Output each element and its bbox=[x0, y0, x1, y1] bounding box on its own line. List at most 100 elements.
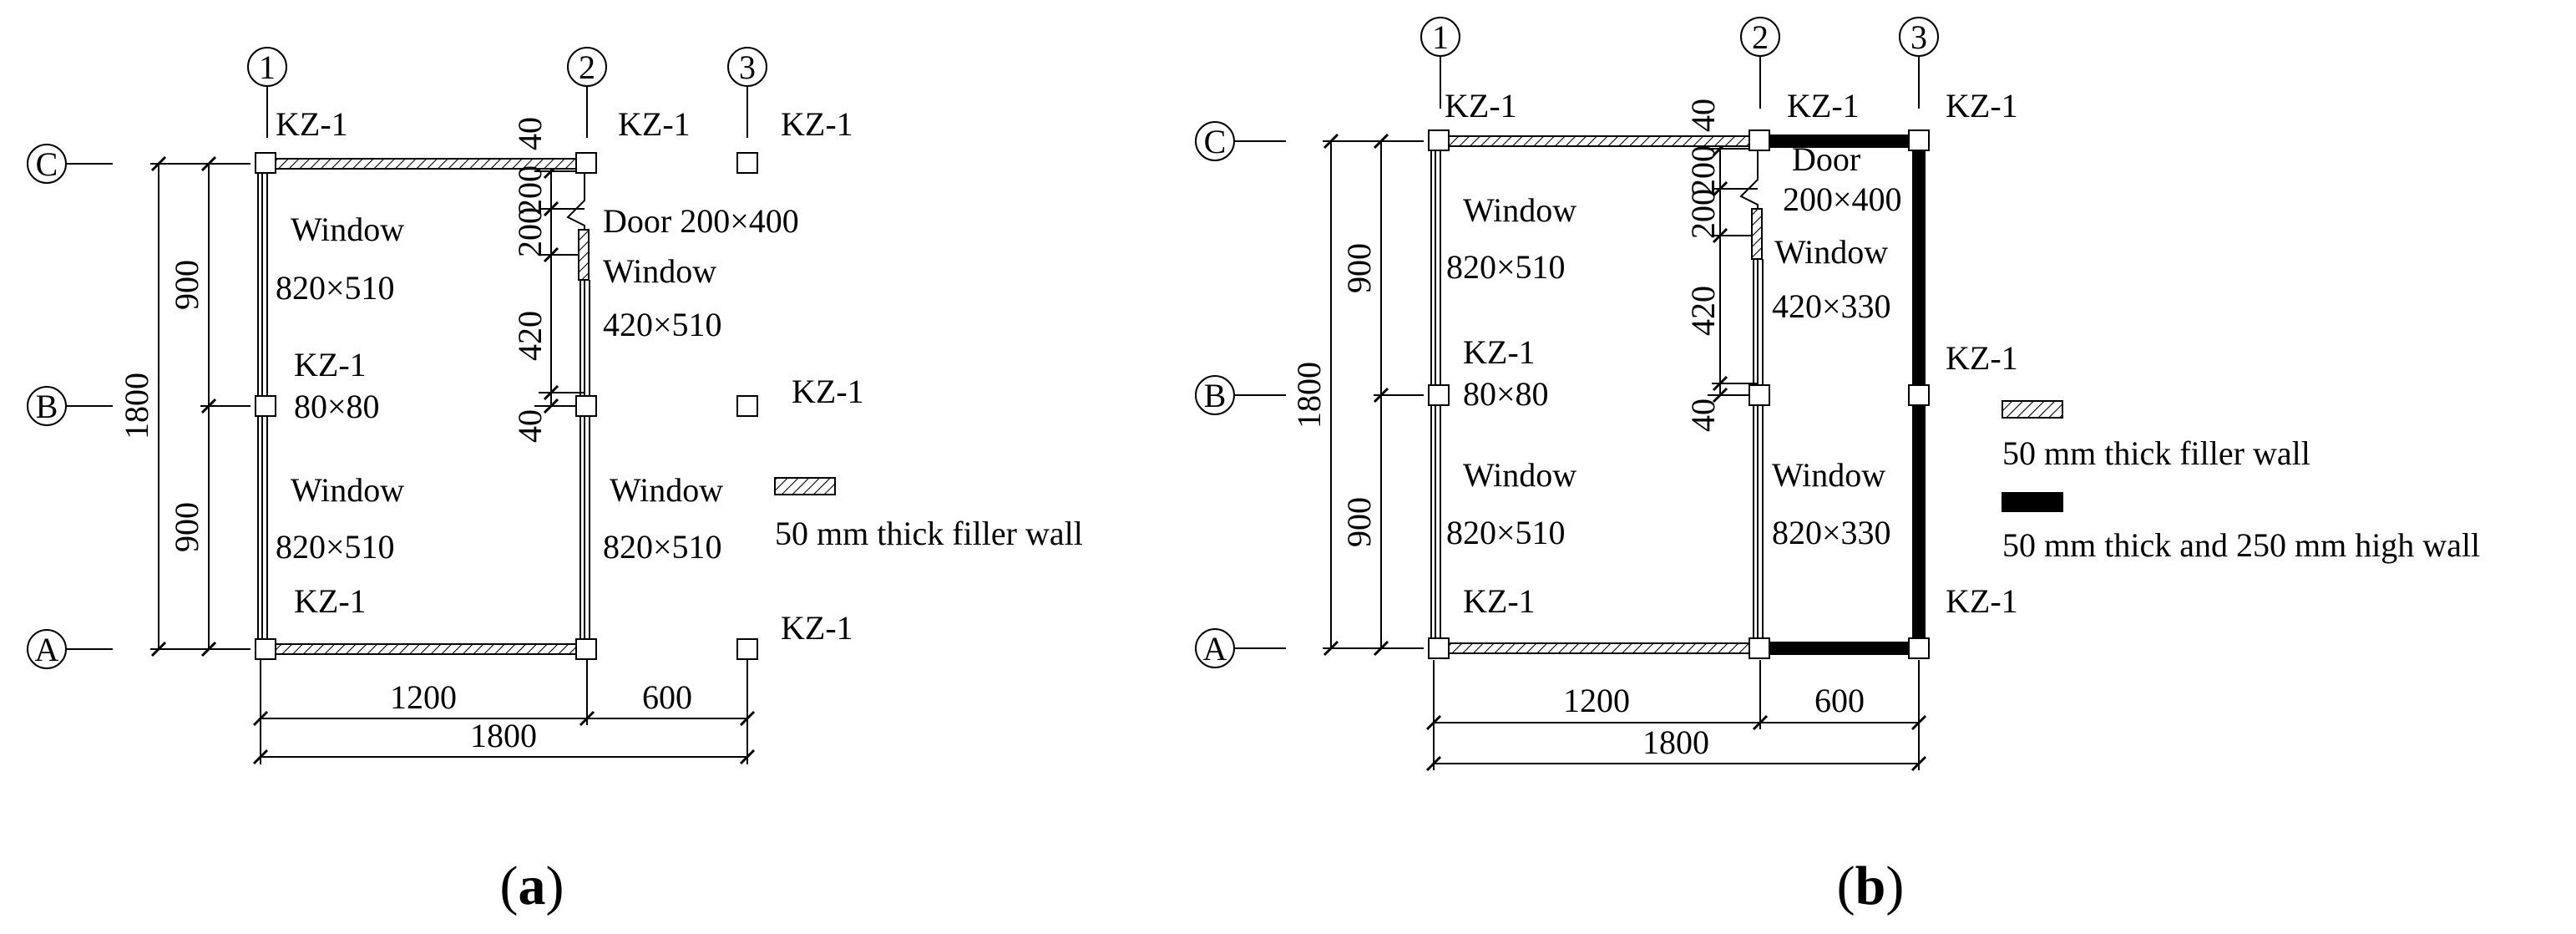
dim-right-420: 420 bbox=[511, 311, 549, 361]
door-size-b: 200×400 bbox=[1783, 180, 1902, 218]
legend-filler-label-b: 50 mm thick filler wall bbox=[2002, 434, 2310, 472]
column-A2-b bbox=[1749, 637, 1770, 659]
window-right-bottom-label: Window bbox=[610, 471, 723, 509]
panel-b-caption: (b) bbox=[1837, 855, 1905, 916]
high-wall-bottom bbox=[1766, 642, 1915, 655]
panel-b bbox=[1195, 17, 2063, 772]
filler-wall-bottom bbox=[266, 643, 581, 655]
column-A3 bbox=[736, 638, 758, 660]
column-label-C3: KZ-1 bbox=[781, 105, 853, 143]
window-left-top-label: Window bbox=[291, 211, 404, 248]
panel-a-caption-letter: a bbox=[519, 855, 546, 916]
column-label-A3-b: KZ-1 bbox=[1946, 582, 2018, 620]
dim-right-200-a: 200 bbox=[511, 165, 549, 216]
dim-left-1800: 1800 bbox=[118, 373, 155, 439]
window-right-top-label-b: Window bbox=[1774, 233, 1888, 271]
column-B3 bbox=[736, 395, 758, 417]
column-A2 bbox=[575, 638, 597, 660]
window-right-top bbox=[579, 280, 590, 399]
dimension-bottom bbox=[252, 660, 756, 765]
window-right-bottom-b bbox=[1753, 402, 1764, 642]
dim-bottom-1200: 1200 bbox=[390, 678, 457, 716]
column-size-label-b: 80×80 bbox=[1463, 375, 1549, 413]
column-C1-b bbox=[1428, 129, 1450, 151]
axis-B-label: B bbox=[36, 388, 58, 425]
panel-a bbox=[27, 47, 836, 765]
axis-C-label-b: C bbox=[1204, 123, 1227, 160]
axis-bubble-2 bbox=[567, 47, 607, 138]
filler-wall-bottom-b bbox=[1440, 642, 1754, 654]
dimension-bottom-b bbox=[1425, 660, 1927, 772]
dim-bottom-1800-b: 1800 bbox=[1642, 723, 1709, 761]
dim-right-40-bottom: 40 bbox=[511, 409, 549, 443]
column-label-C1: KZ-1 bbox=[276, 105, 348, 143]
legend-filler-swatch-b bbox=[2002, 400, 2063, 419]
column-label-C2-b: KZ-1 bbox=[1787, 87, 1860, 124]
axis-bubble-3-b bbox=[1899, 17, 1939, 109]
door-label: Door 200×400 bbox=[603, 202, 799, 240]
window-right-bottom-size: 820×510 bbox=[603, 528, 722, 566]
legend-high-wall-swatch bbox=[2002, 492, 2063, 512]
dim-left-900-top-b: 900 bbox=[1340, 243, 1378, 293]
dim-right-200-a-b: 200 bbox=[1684, 145, 1722, 195]
axis-bubble-A bbox=[27, 629, 113, 669]
axis-bubble-2-b bbox=[1740, 17, 1780, 109]
column-label-B3-b: KZ-1 bbox=[1946, 339, 2018, 377]
axis-bubble-C-b bbox=[1195, 121, 1286, 161]
axis-3-label: 3 bbox=[739, 48, 756, 86]
column-size-label: 80×80 bbox=[294, 388, 380, 425]
column-label-A1-b: KZ-1 bbox=[1463, 582, 1536, 620]
window-left-bottom-size-b: 820×510 bbox=[1446, 514, 1566, 551]
legend-filler-swatch bbox=[774, 477, 836, 495]
dim-bottom-1200-b: 1200 bbox=[1563, 682, 1630, 719]
axis-bubble-3 bbox=[727, 47, 767, 138]
window-left-top-size: 820×510 bbox=[276, 269, 395, 307]
axis-A-label: A bbox=[35, 631, 59, 668]
column-C3 bbox=[736, 152, 758, 174]
panel-a-caption: (a) bbox=[500, 855, 564, 916]
window-left-bottom-size: 820×510 bbox=[276, 528, 395, 566]
column-C2-b bbox=[1749, 129, 1770, 151]
axis-1-label: 1 bbox=[259, 48, 276, 86]
dim-left-900-bottom: 900 bbox=[168, 502, 205, 552]
column-label-B1-b: KZ-1 bbox=[1463, 333, 1536, 371]
column-label-A1: KZ-1 bbox=[294, 582, 367, 620]
window-right-top-size: 420×510 bbox=[603, 306, 722, 343]
filler-wall-right-segment-b bbox=[1751, 208, 1763, 260]
axis-bubble-1-b bbox=[1420, 17, 1460, 109]
axis-C-label: C bbox=[36, 145, 58, 183]
dim-bottom-600: 600 bbox=[642, 678, 692, 716]
column-A1 bbox=[255, 638, 276, 660]
dim-right-200-b-b: 200 bbox=[1684, 189, 1722, 239]
legend-filler-label: 50 mm thick filler wall bbox=[775, 515, 1083, 552]
column-C3-b bbox=[1908, 129, 1930, 151]
axis-2-label: 2 bbox=[579, 48, 595, 86]
column-C2 bbox=[575, 152, 597, 174]
column-B1 bbox=[255, 395, 276, 417]
filler-wall-right-segment bbox=[578, 229, 590, 281]
column-A3-b bbox=[1908, 637, 1930, 659]
column-label-B3: KZ-1 bbox=[792, 373, 864, 410]
window-right-top-size-b: 420×330 bbox=[1772, 287, 1891, 325]
dim-right-40-top: 40 bbox=[511, 117, 549, 150]
dim-right-40-top-b: 40 bbox=[1684, 99, 1722, 132]
column-B1-b bbox=[1428, 384, 1450, 406]
axis-bubble-B-b bbox=[1195, 375, 1286, 415]
axis-3-label-b: 3 bbox=[1910, 18, 1927, 56]
window-left-top bbox=[257, 170, 268, 399]
dimension-left bbox=[150, 155, 251, 657]
panel-a-text: 1 2 3 C B A 900 900 1800 40 200 200 420 … bbox=[35, 48, 1083, 916]
column-label-C1-b: KZ-1 bbox=[1445, 87, 1517, 124]
dim-left-1800-b: 1800 bbox=[1290, 362, 1328, 429]
column-B2-b bbox=[1749, 384, 1770, 406]
door-opening-b bbox=[1739, 149, 1759, 209]
dim-left-900-top: 900 bbox=[168, 260, 205, 310]
axis-A-label-b: A bbox=[1203, 630, 1227, 668]
dim-right-40-bottom-b: 40 bbox=[1684, 398, 1722, 432]
window-left-bottom bbox=[257, 413, 268, 642]
axis-bubble-A-b bbox=[1195, 628, 1286, 668]
door-opening bbox=[566, 171, 585, 230]
column-label-A3: KZ-1 bbox=[781, 609, 853, 647]
